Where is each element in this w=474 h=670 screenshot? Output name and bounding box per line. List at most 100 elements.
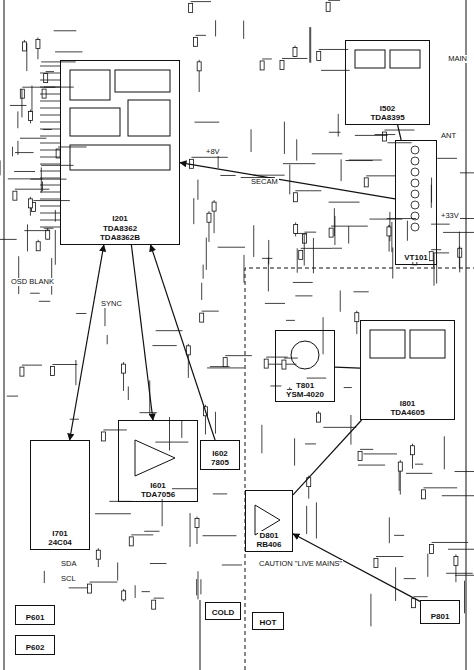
wire: [0, 239, 17, 240]
wire: [353, 291, 368, 292]
wire: [455, 471, 474, 472]
resistor-symbol: [398, 462, 402, 471]
wire: [24, 230, 49, 231]
wire: [268, 240, 269, 265]
ic-block: [70, 108, 120, 136]
resistor-symbol: [299, 250, 303, 259]
wire: [266, 357, 287, 358]
wire: [427, 554, 428, 577]
resistor-symbol: [422, 490, 426, 499]
terminal: [411, 201, 419, 209]
wire: [391, 222, 392, 252]
wire: [348, 226, 349, 243]
resistor-symbol: [374, 559, 378, 568]
wire: [406, 473, 432, 474]
signal-connector: [180, 163, 395, 199]
wire: [222, 564, 242, 565]
wire: [375, 134, 396, 135]
pin-stub: [40, 171, 60, 172]
wire: [329, 202, 360, 203]
part-label: I201: [111, 214, 129, 223]
wire: [39, 301, 51, 302]
resistor-symbol: [129, 537, 133, 546]
wire: [443, 232, 474, 233]
wire: [304, 235, 305, 266]
part-label: TDA8395: [369, 113, 405, 122]
wire: [282, 58, 307, 59]
wire: [349, 160, 382, 161]
resistor-symbol: [122, 591, 126, 600]
wire: [0, 160, 1, 175]
wire: [332, 248, 342, 249]
wire: [309, 27, 310, 62]
ic-block: [390, 50, 420, 68]
resistor-symbol: [294, 224, 298, 233]
resistor-symbol: [13, 191, 17, 200]
wire: [22, 365, 42, 366]
component-box: I201TDA8362TDA8362B: [60, 60, 180, 245]
part-label: TDA8362: [102, 224, 138, 233]
frame-line: [466, 0, 467, 670]
resistor-symbol: [280, 60, 284, 69]
pin-stub: [40, 129, 60, 130]
signal-label: SECAM: [250, 178, 279, 186]
component-box: VT101: [395, 140, 437, 265]
wire: [169, 417, 170, 450]
signal-label: OSD BLANK: [10, 278, 55, 286]
resistor-symbol: [383, 132, 387, 141]
wire: [399, 471, 400, 491]
wire: [54, 30, 77, 31]
wire: [196, 579, 197, 595]
wire: [338, 114, 339, 137]
resistor-symbol: [122, 364, 126, 373]
pin-stub: [40, 122, 60, 123]
wire: [376, 556, 403, 557]
wire: [243, 255, 244, 283]
part-label: P801: [430, 612, 451, 621]
resistor-symbol: [29, 112, 33, 121]
pin-stub: [40, 206, 60, 207]
wire: [197, 571, 198, 599]
wire: [200, 579, 201, 594]
wire: [15, 189, 49, 190]
pin-stub: [40, 150, 60, 151]
wire: [46, 71, 54, 72]
wire: [69, 587, 90, 588]
resistor-symbol: [194, 37, 198, 46]
wire: [17, 111, 18, 128]
wire: [41, 165, 74, 166]
pin-stub: [40, 199, 60, 200]
signal-connector: [151, 245, 215, 440]
wire: [295, 295, 312, 296]
signal-label: +8V: [205, 148, 221, 156]
wire: [20, 138, 46, 139]
component-box: I601TDA7056: [118, 420, 198, 502]
part-label: D801: [258, 531, 279, 540]
wire: [334, 216, 335, 245]
wire: [286, 320, 295, 321]
wire: [323, 427, 356, 428]
resistor-symbol: [329, 228, 333, 237]
part-label: TDA4605: [389, 408, 425, 417]
resistor-symbol: [355, 313, 359, 322]
wire: [307, 378, 327, 379]
resistor-symbol: [36, 242, 40, 251]
wire: [312, 153, 343, 154]
signal-connector: [335, 367, 360, 369]
wire: [75, 360, 76, 385]
component-box: P601: [15, 605, 55, 625]
wire: [17, 141, 18, 155]
signal-label: SYNC: [100, 300, 123, 308]
signal-connector: [398, 125, 402, 140]
signal-connector: [293, 420, 362, 495]
wire: [215, 20, 216, 36]
resistor-symbol: [293, 193, 297, 202]
wire: [243, 21, 244, 39]
resistor-symbol: [189, 4, 193, 13]
wire: [460, 172, 474, 173]
ic-block: [410, 330, 445, 358]
wire: [150, 563, 167, 564]
wire: [448, 549, 474, 550]
wire: [431, 185, 432, 208]
wire: [392, 247, 393, 278]
